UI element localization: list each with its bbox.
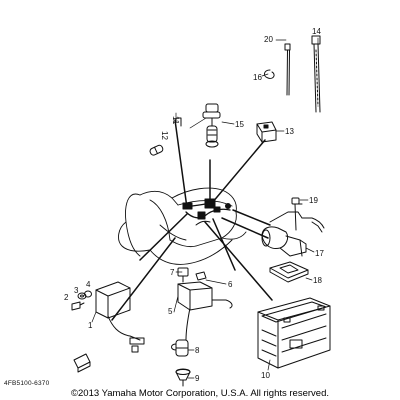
callout-13: 13	[285, 127, 294, 136]
callout-6: 6	[228, 280, 233, 289]
callout-15: 15	[235, 120, 244, 129]
spark-plug	[175, 368, 191, 387]
leader-lines	[111, 119, 273, 321]
callout-3: 3	[74, 286, 79, 295]
callout-10: 10	[261, 371, 270, 380]
callout-4: 4	[86, 280, 91, 289]
battery	[257, 297, 331, 369]
fuse-part	[149, 117, 182, 156]
callout-16: 16	[253, 73, 262, 82]
callout-7: 7	[170, 268, 175, 277]
callout-20: 20	[264, 35, 273, 44]
bolt-washer-nut	[71, 290, 92, 311]
callout-19: 19	[309, 196, 318, 205]
flasher-relay	[202, 103, 221, 148]
callout-1: 1	[88, 321, 93, 330]
callout-2: 2	[64, 293, 69, 302]
plug-cap	[171, 339, 189, 357]
callout-12: 12	[160, 131, 169, 140]
cable-ties	[263, 35, 321, 113]
horn-assembly	[261, 197, 325, 257]
copyright-notice: ©2013 Yamaha Motor Corporation, U.S.A. A…	[71, 388, 329, 399]
callout-9: 9	[195, 374, 200, 383]
drawing-code: 4FB5100-6370	[4, 380, 50, 387]
regulator-unit	[95, 281, 145, 353]
relay-block	[256, 121, 277, 143]
callout-5: 5	[168, 307, 173, 316]
ignition-coil	[177, 267, 233, 341]
callout-14: 14	[312, 27, 321, 36]
callout-leaders	[91, 37, 319, 379]
callout-11: 11	[171, 116, 180, 125]
horn-bracket	[269, 261, 309, 283]
callout-8: 8	[195, 346, 200, 355]
callout-17: 17	[315, 249, 324, 258]
callout-18: 18	[313, 276, 322, 285]
callout-numbers: 20 14 16 11 12 15 13 19 17 18 10 2 3 4 1…	[64, 27, 324, 383]
small-bracket	[73, 353, 91, 373]
